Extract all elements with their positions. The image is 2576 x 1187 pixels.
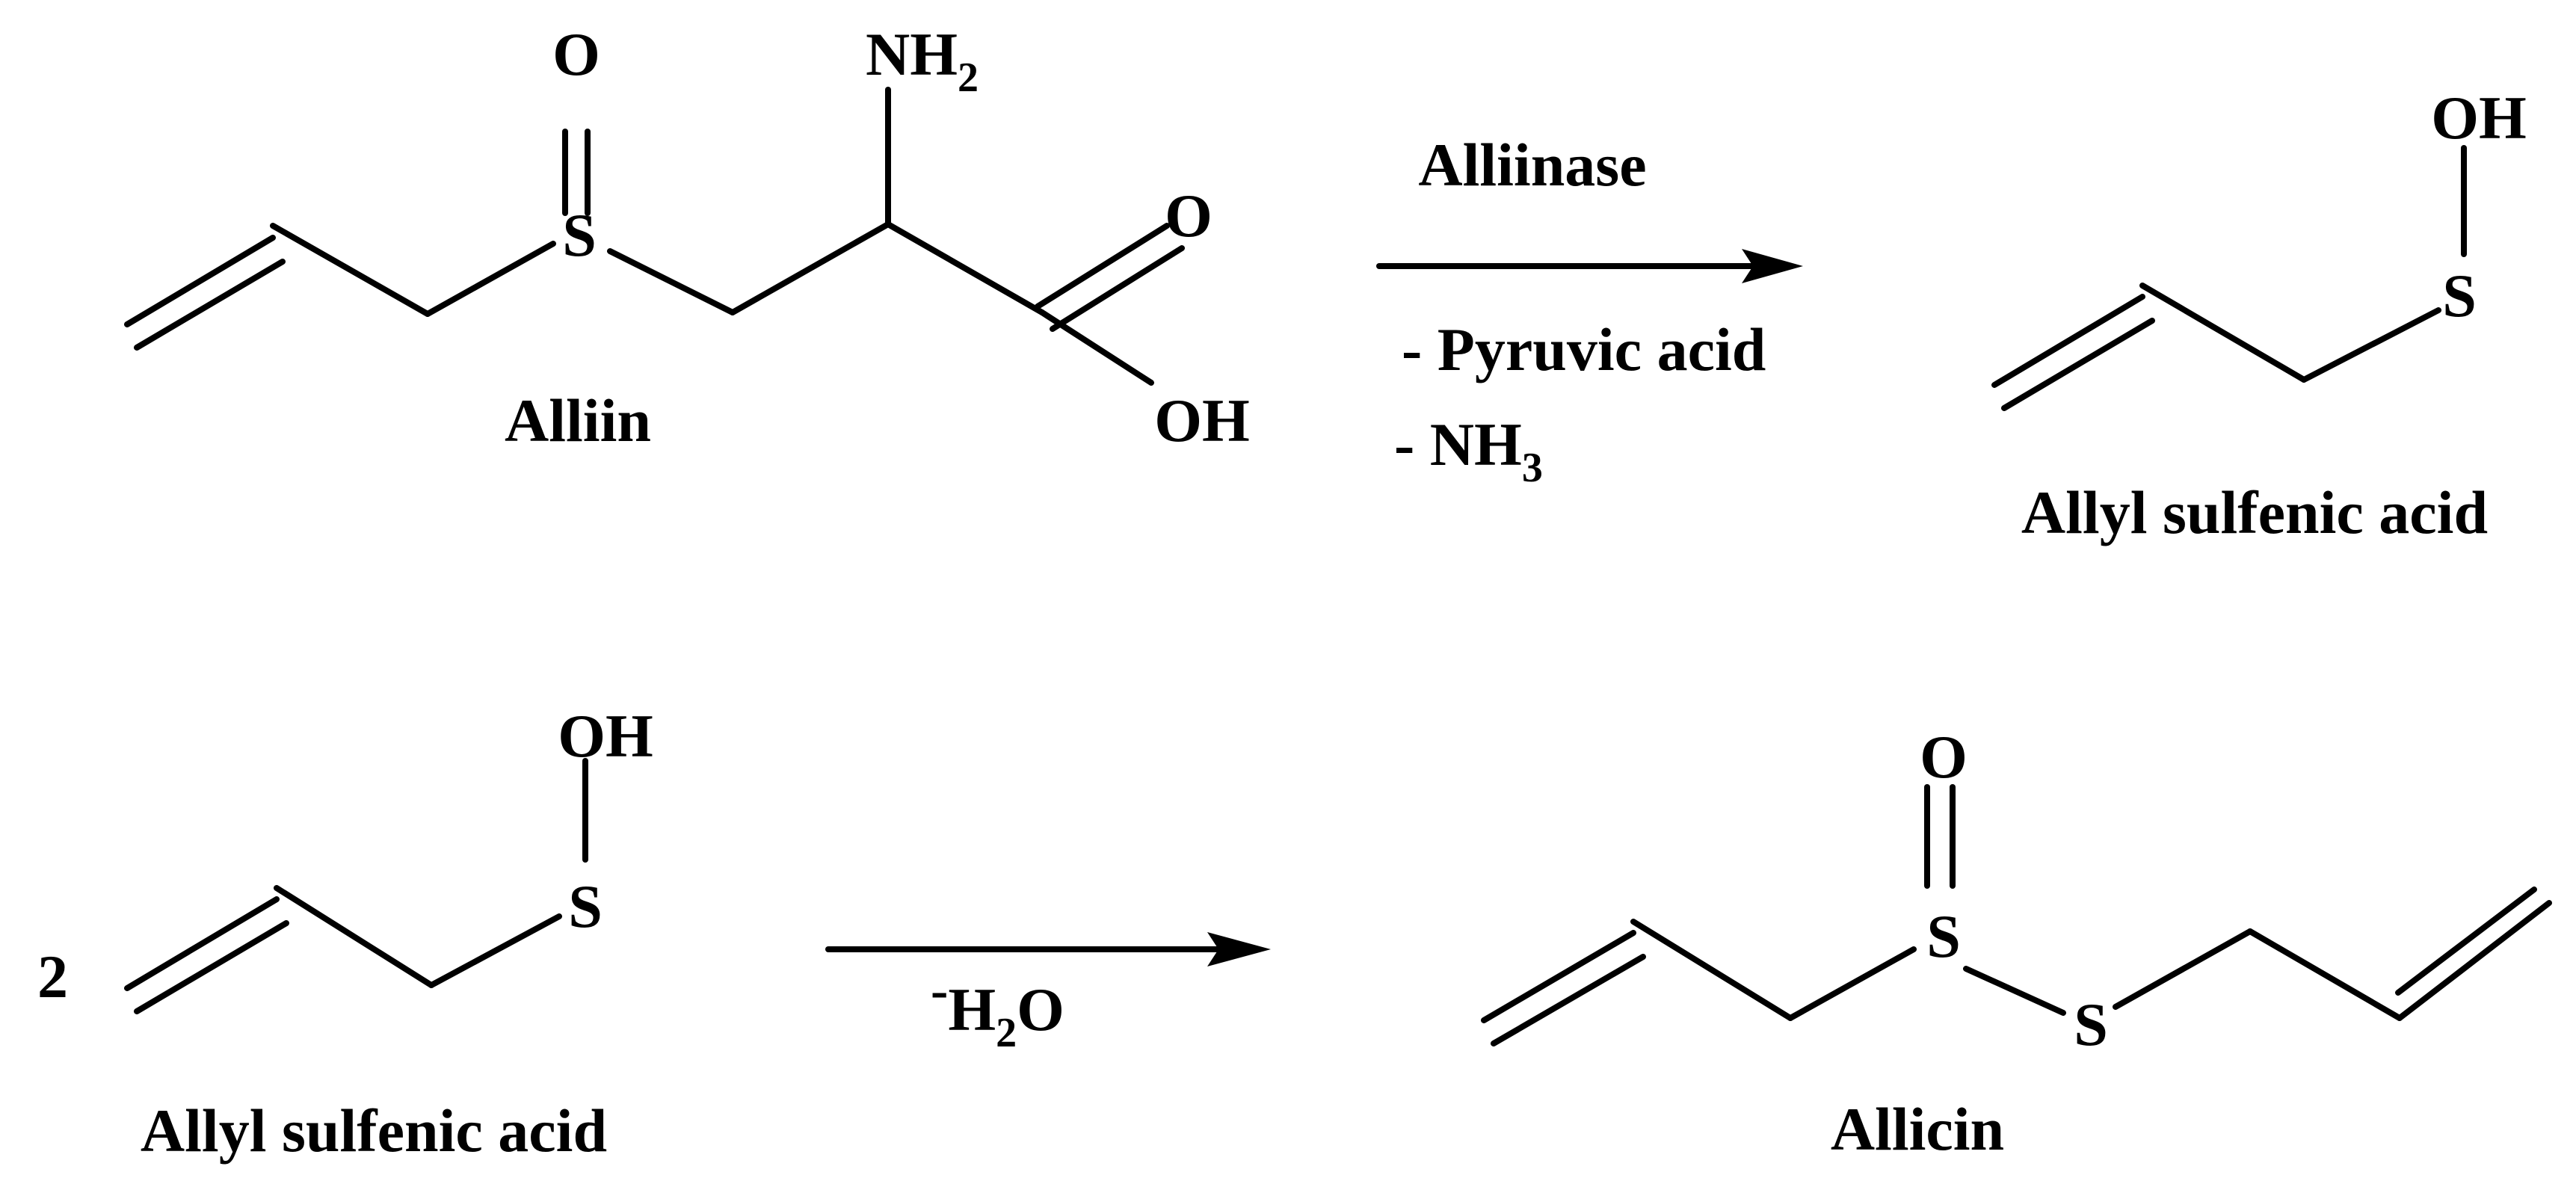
allyl-sulfenic-acid-product-name: Allyl sulfenic acid: [2021, 478, 2488, 546]
alliin-amine-subscript: 2: [958, 55, 979, 101]
reaction1-arrowhead: [1742, 249, 1803, 283]
reaction2-water-o: O: [1017, 975, 1064, 1043]
allyl-sulfenic-acid-reactant-structure: OH S Allyl sulfenic acid: [124, 702, 653, 1165]
stoichiometric-coefficient: 2: [37, 943, 68, 1011]
reaction1-ammonia-text: - NH: [1394, 410, 1522, 478]
reaction1-enzyme-label: Alliinase: [1418, 131, 1646, 199]
allicin-name: Allicin: [1831, 1095, 2004, 1163]
allyl-sulfenic-acid-reactant-name: Allyl sulfenic acid: [141, 1097, 607, 1165]
alliin-bonds: [124, 87, 1185, 386]
allyl-sulfenic-acid-reactant-hydroxyl: OH: [558, 702, 653, 770]
allyl-sulfenic-acid-product-sulfur: S: [2442, 262, 2477, 330]
alliin-amine-nh: NH: [866, 20, 958, 88]
allicin-sulfoxide-sulfur: S: [1926, 902, 1961, 970]
allyl-sulfenic-acid-product-structure: OH S Allyl sulfenic acid: [1991, 84, 2527, 546]
allyl-sulfenic-acid-reactant-sulfur: S: [568, 872, 603, 940]
reaction2-water-subscript: 2: [996, 1010, 1017, 1056]
allicin-sulfide-sulfur: S: [2074, 990, 2108, 1058]
alliin-structure: O S NH2 O OH Alliin: [124, 20, 1250, 454]
alliin-amine-group: NH2: [866, 20, 979, 101]
allicin-structure: O S S Allicin: [1481, 723, 2552, 1163]
allicin-sulfoxide-oxygen: O: [1920, 723, 1968, 791]
alliin-hydroxyl: OH: [1154, 386, 1250, 454]
alliin-sulfur: S: [562, 201, 597, 269]
alliin-sulfoxide-oxygen: O: [552, 20, 600, 88]
reaction1-ammonia-label: - NH3: [1394, 410, 1543, 491]
reaction2-water-label: -H2O: [931, 962, 1064, 1056]
reaction2-water-prefix: -: [931, 962, 948, 1020]
reaction2-arrowhead: [1207, 932, 1271, 966]
reaction1-arrow: Alliinase - Pyruvic acid - NH3: [1376, 131, 1803, 491]
allyl-sulfenic-acid-product-hydroxyl: OH: [2431, 84, 2527, 152]
reaction2-arrow: -H2O: [825, 932, 1271, 1056]
reaction1-ammonia-subscript: 3: [1522, 445, 1543, 491]
reaction1-pyruvic-acid-label: - Pyruvic acid: [1402, 315, 1766, 383]
alliin-carbonyl-oxygen: O: [1165, 182, 1212, 250]
alliin-name: Alliin: [505, 386, 651, 454]
reaction2-water-h: H: [948, 975, 996, 1043]
